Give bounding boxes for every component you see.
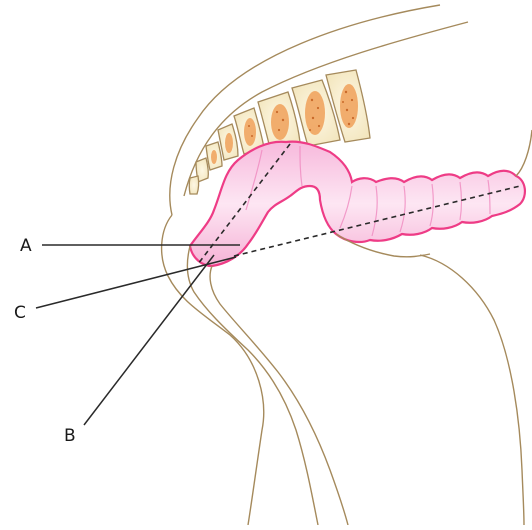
inner-buttock-contour <box>210 266 348 525</box>
leader-b <box>84 255 214 425</box>
back-lower-contour <box>516 130 532 176</box>
label-c: C <box>14 303 26 323</box>
rectum-sigmoid-colon <box>190 142 525 266</box>
label-b: B <box>64 426 76 446</box>
thigh-contour <box>420 255 524 525</box>
label-a: A <box>20 236 32 256</box>
anal-canal-contour <box>187 246 318 525</box>
coccyx-tip <box>189 176 198 194</box>
bowel-body <box>190 142 525 266</box>
leader-lines <box>36 245 240 425</box>
